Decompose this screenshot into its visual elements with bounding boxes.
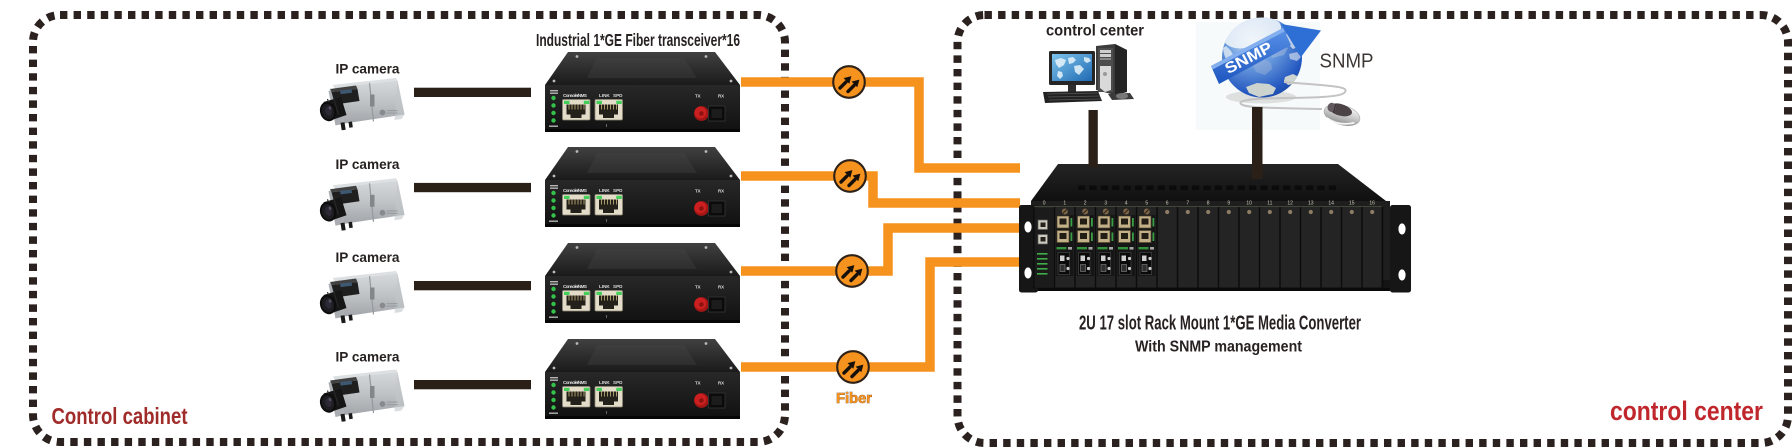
svg-text:IP camera: IP camera <box>336 157 400 172</box>
svg-text:SNMP: SNMP <box>1320 50 1374 72</box>
svg-text:13: 13 <box>1308 201 1314 207</box>
svg-text:4: 4 <box>1125 201 1128 207</box>
svg-text:1: 1 <box>1063 201 1066 207</box>
svg-text:6: 6 <box>1166 201 1169 207</box>
svg-text:control center: control center <box>1046 23 1144 40</box>
svg-text:With SNMP management: With SNMP management <box>1135 339 1302 356</box>
svg-text:IP camera: IP camera <box>336 62 400 77</box>
svg-text:0: 0 <box>1043 201 1046 207</box>
svg-text:5: 5 <box>1145 201 1148 207</box>
svg-text:control center: control center <box>1610 396 1763 426</box>
svg-text:Control cabinet: Control cabinet <box>52 403 188 429</box>
svg-text:2U 17 slot Rack Mount 1*GE Me: 2U 17 slot Rack Mount 1*GE Media Convert… <box>1079 313 1361 335</box>
svg-text:2: 2 <box>1084 201 1087 207</box>
svg-text:IP camera: IP camera <box>336 250 400 265</box>
svg-text:12: 12 <box>1287 201 1293 207</box>
svg-text:Industrial 1*GE Fiber transcei: Industrial 1*GE Fiber transceiver*16 <box>536 30 740 50</box>
svg-text:15: 15 <box>1349 201 1355 207</box>
svg-text:11: 11 <box>1267 201 1272 207</box>
svg-text:16: 16 <box>1369 201 1375 207</box>
svg-text:10: 10 <box>1246 201 1252 207</box>
svg-text:7: 7 <box>1186 201 1189 207</box>
svg-text:8: 8 <box>1207 201 1210 207</box>
svg-text:14: 14 <box>1328 201 1334 207</box>
svg-text:IP camera: IP camera <box>336 350 400 365</box>
svg-text:9: 9 <box>1227 201 1230 207</box>
svg-text:Fiber: Fiber <box>836 390 872 407</box>
svg-text:3: 3 <box>1104 201 1107 207</box>
